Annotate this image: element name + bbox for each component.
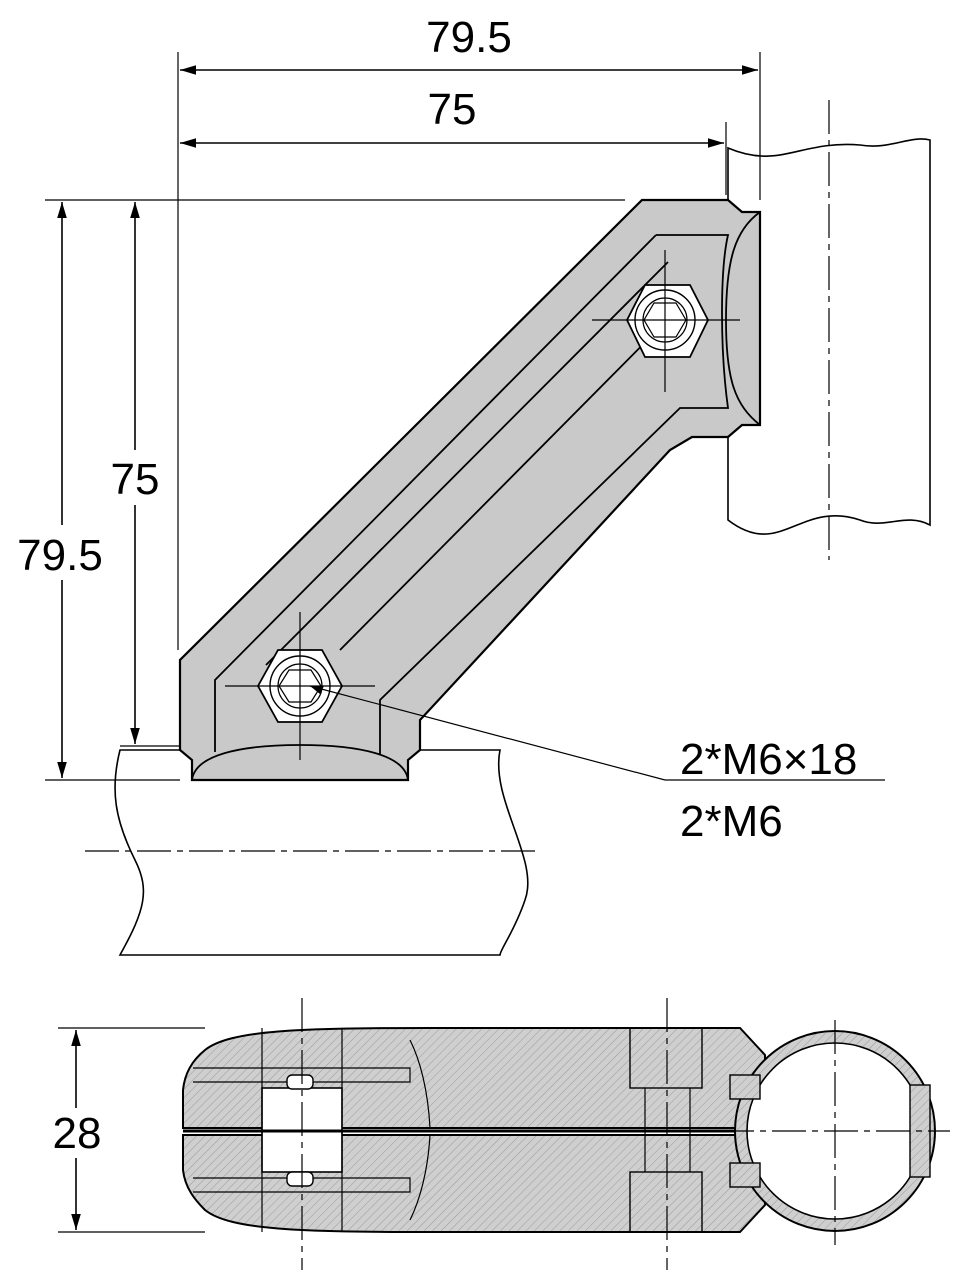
dim-label-bg — [45, 1108, 110, 1158]
dim-section-height: 28 — [53, 1109, 102, 1158]
horizontal-tube — [85, 749, 540, 956]
tube-profile — [720, 1020, 950, 1245]
section-view — [182, 998, 766, 1270]
extension-lines — [45, 52, 761, 781]
dim-left-outer: 79.5 — [17, 531, 103, 580]
dim-left-inner: 75 — [111, 455, 160, 504]
callout-nut: 2*M6 — [680, 797, 783, 846]
callout-bolt: 2*M6×18 — [680, 735, 857, 784]
dim-label-bg — [100, 450, 170, 505]
vertical-tube — [727, 100, 931, 560]
dim-top-inner: 75 — [428, 85, 477, 134]
callout-leader — [309, 685, 885, 781]
upper-bolt — [592, 250, 740, 392]
diagonal-connector — [178, 198, 762, 782]
lower-bolt — [225, 612, 375, 760]
dim-top-outer: 79.5 — [426, 13, 512, 62]
dim-label-bg — [8, 525, 113, 580]
